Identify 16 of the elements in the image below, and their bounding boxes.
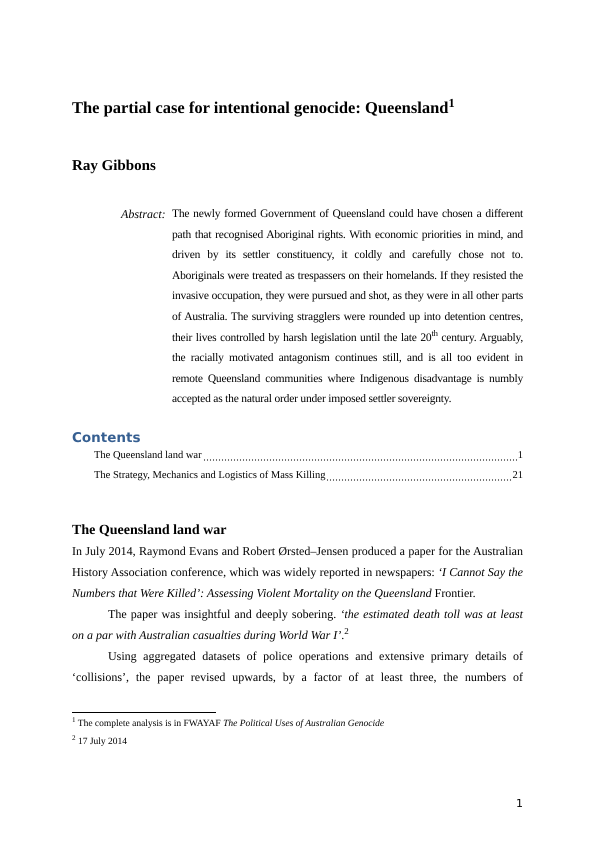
paragraph: In July 2014, Raymond Evans and Robert Ørsted–Jensen produced a paper for the Australian History Association conference, which was widely reported in newspapers: ‘I Cannot Say the Numbers that Were Killed’: Assessing Violent Mortality on the Queensland Frontier. — [72, 543, 523, 602]
abstract-text: The newly formed Government of Queensland could have chosen a different path that recognised Aboriginal rights. With economic priorities in mind, and driven by its settler constituency, it coldly and carefully chose not to. Aboriginals were treated as trespassers on their homelands. If they resisted the invasive occupation, they were pursued and shot, as they were in all other parts of Australia. The surviving stragglers were rounded up into detention centres, their lives controlled by harsh legislation until the late 20$^{th}$ century. Arguably, the racially motivated antagonism continues still, and is all too evident in remote Queensland communities where Indigenous disadvantage is numbly accepted as the natural order under imposed settler sovereignty. — [172, 207, 523, 408]
footnote: $^{2}$ 17 July 2014 — [72, 736, 128, 749]
paragraph: The paper was insightful and deeply sobering. ‘the estimated death toll was at least on a par with Australian casualties during World War I’.$^{2}$ — [72, 606, 523, 644]
document-title: The partial case for intentional genocide: Queensland$^{1}$ — [72, 98, 455, 119]
author-name: Ray Gibbons — [72, 157, 156, 176]
paragraph: Using aggregated datasets of police operations and extensive primary details of ‘collisions’, the paper revised upwards, by a factor of at least three, the numbers of — [72, 648, 523, 686]
page-number: 21 — [512, 469, 523, 483]
page-number: 1 — [516, 796, 523, 812]
toc-entry: The Strategy, Mechanics and Logistics of Mass Killing — [94, 469, 326, 483]
footnote: $^{1}$ The complete analysis is in FWAYAF The Political Uses of Australian Genocide — [72, 718, 386, 731]
section-heading: The Queensland land war — [72, 522, 226, 540]
contents-heading: Contents — [72, 429, 141, 448]
page-number: 1 — [518, 449, 523, 463]
abstract-label: Abstract: — [121, 206, 166, 223]
toc-entry: The Queensland land war — [94, 449, 202, 463]
